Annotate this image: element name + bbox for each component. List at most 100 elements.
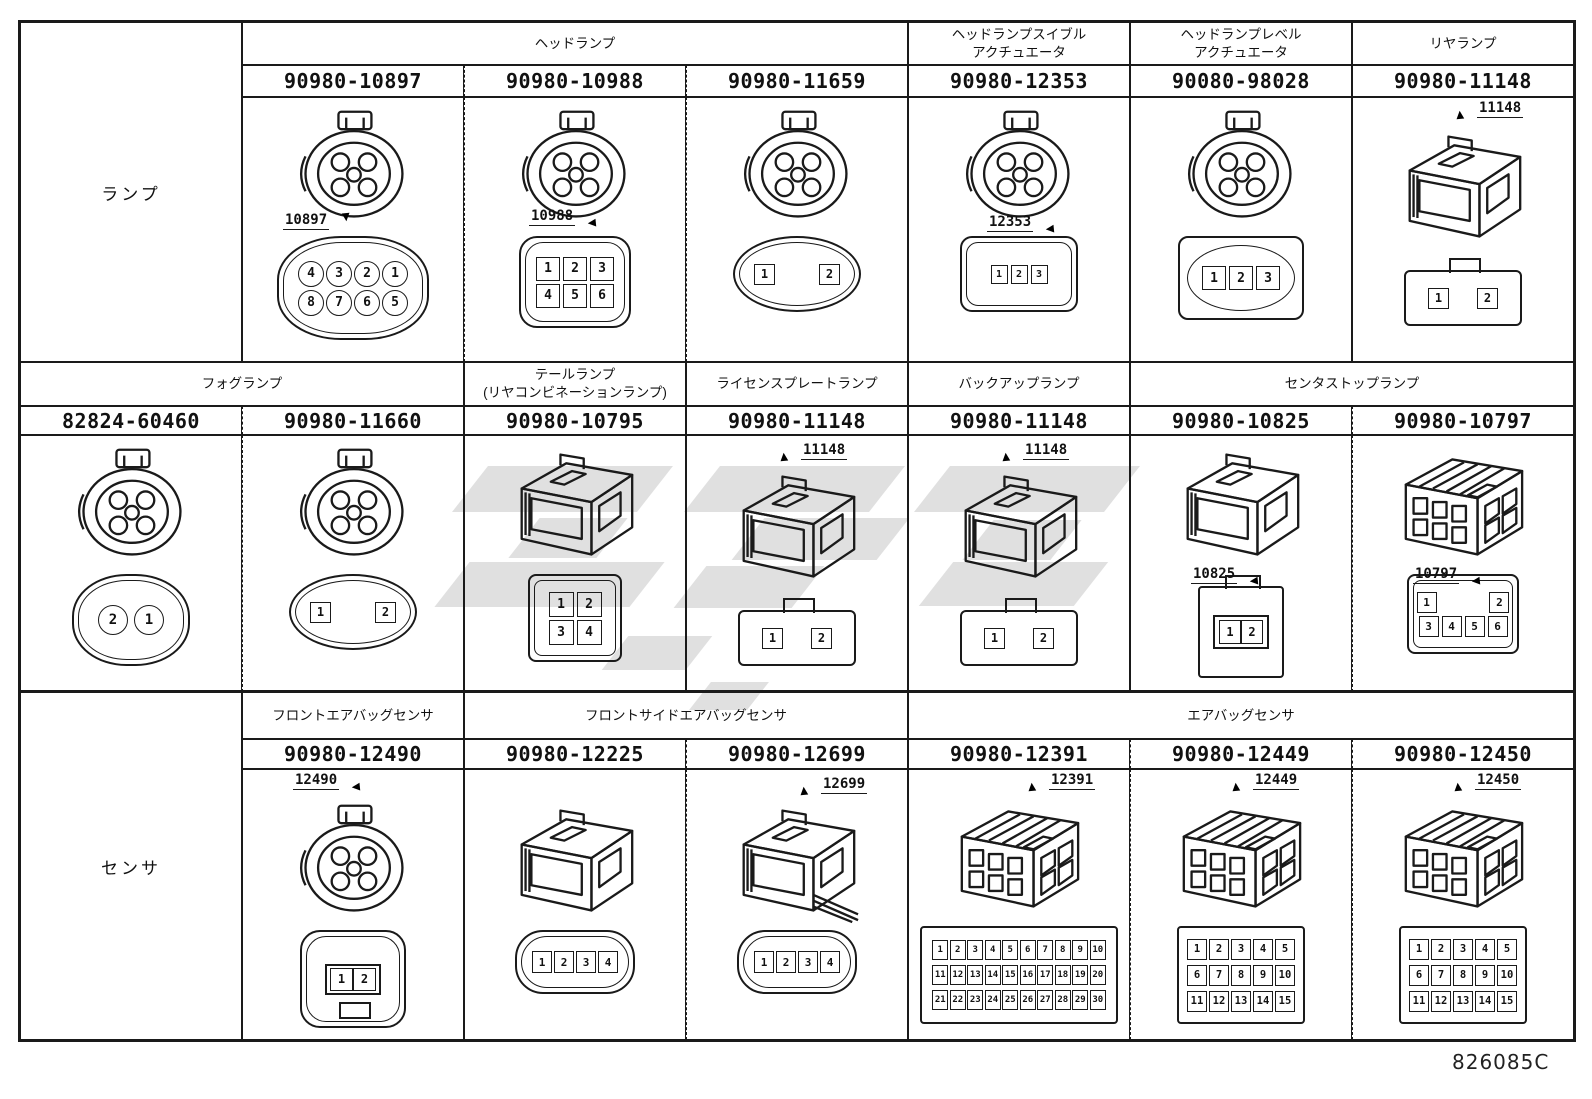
pin-number: 18 — [1054, 965, 1071, 985]
connector-isometric-icon — [944, 104, 1094, 230]
pin-number: 4 — [298, 260, 324, 287]
callout: 12353 — [987, 214, 1055, 234]
pin-number: 4 — [598, 951, 618, 973]
pin-number: 1 — [532, 951, 552, 973]
connector-isometric-icon — [944, 794, 1094, 920]
connector-isometric-icon — [1388, 794, 1538, 920]
part-number: 90980-11660 — [242, 406, 464, 435]
pin-number: 3 — [1418, 615, 1439, 637]
connector-isometric-icon — [944, 464, 1094, 590]
connector-table: ランプ ヘッドランプ ヘッドランプスイブルアクチュエータ ヘッドランプレベルアク… — [18, 20, 1576, 1042]
pin-number: 1 — [754, 263, 775, 285]
callout-label: 12353 — [987, 214, 1034, 232]
connector-isometric-icon — [722, 798, 859, 924]
part-number: 90980-12490 — [242, 739, 464, 769]
pin-number: 1 — [754, 951, 774, 973]
pin-number: 1 — [1202, 266, 1226, 290]
callout-arrow-icon — [1455, 100, 1475, 120]
pin-number: 1 — [310, 601, 331, 623]
group-header-center-stop-lamp: センタストップランプ — [1130, 362, 1574, 406]
group-header-text: ライセンスプレートランプ — [716, 376, 878, 392]
group-header-text: ヘッドランプレベル — [1180, 26, 1302, 42]
pin-number: 30 — [1089, 990, 1106, 1010]
callout-label: 12450 — [1475, 772, 1522, 790]
pin-number: 4 — [536, 283, 560, 308]
group-header-license-plate-lamp: ライセンスプレートランプ — [686, 362, 908, 406]
connector-isometric-icon — [722, 464, 872, 590]
pin-number: 3 — [967, 940, 984, 960]
pin-number: 13 — [1231, 990, 1251, 1012]
callout-arrow-icon — [1035, 214, 1055, 234]
pin-number: 15 — [1497, 990, 1517, 1012]
group-header-fog-lamp: フォグランプ — [20, 362, 464, 406]
pin-number: 10 — [1275, 964, 1295, 986]
pin-number: 2 — [1477, 287, 1498, 309]
part-number: 90980-10988 — [464, 65, 686, 97]
callout: 12490 — [293, 772, 361, 792]
page-code: 826085C — [1452, 1050, 1550, 1074]
callout-label: 10988 — [529, 208, 576, 226]
pin-number: 11 — [1409, 990, 1429, 1012]
connector-isometric-icon — [1166, 104, 1316, 230]
pin-number: 29 — [1072, 990, 1089, 1010]
pin-number: 12 — [949, 965, 966, 985]
part-number: 90980-12699 — [686, 739, 908, 769]
callout: 12450 — [1453, 772, 1522, 792]
pin-number: 5 — [1464, 615, 1485, 637]
pin-number: 6 — [590, 283, 614, 308]
callout-label: 10797 — [1413, 566, 1460, 584]
callout-label: 12449 — [1253, 772, 1300, 790]
pin-number: 6 — [354, 289, 380, 316]
callout: 10825 — [1191, 566, 1259, 586]
pin-number: 1 — [1219, 620, 1241, 644]
pin-number: 2 — [1010, 264, 1028, 284]
pin-number: 3 — [548, 619, 574, 645]
pin-number: 1 — [382, 260, 408, 287]
callout-arrow-icon — [1231, 772, 1251, 792]
pin-number: 3 — [590, 256, 614, 281]
connector-isometric-icon — [278, 798, 428, 924]
pin-number: 8 — [298, 289, 324, 316]
pin-number: 1 — [1428, 287, 1449, 309]
pin-number: 12 — [1209, 990, 1229, 1012]
callout-label: 10825 — [1191, 566, 1238, 584]
callout: 11148 — [1455, 100, 1524, 120]
group-header-front-side-airbag-sensor: フロントサイドエアバッグセンサ — [464, 692, 908, 739]
group-header-headlamp: ヘッドランプ — [242, 22, 908, 65]
pin-number: 5 — [1497, 938, 1517, 960]
pin-number: 19 — [1072, 965, 1089, 985]
pin-number: 3 — [1256, 266, 1280, 290]
callout-label: 12391 — [1049, 772, 1096, 790]
pin-number: 6 — [1487, 615, 1508, 637]
group-header-text: アクチュエータ — [972, 44, 1066, 60]
pin-number: 2 — [776, 951, 796, 973]
pin-number: 15 — [1002, 965, 1019, 985]
part-number: 90980-10795 — [464, 406, 686, 435]
pin-number: 17 — [1037, 965, 1054, 985]
section-divider — [20, 690, 1574, 693]
